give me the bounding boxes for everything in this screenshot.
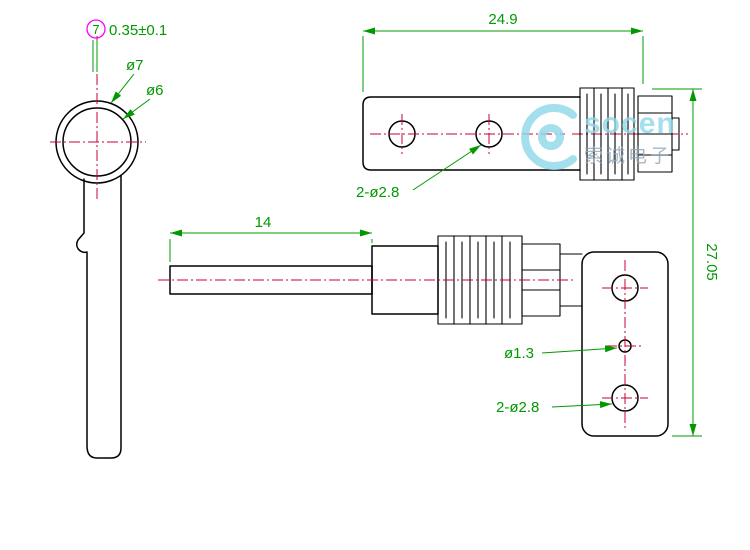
watermark: socen 索诚电子	[521, 104, 676, 170]
top-width-label: 24.9	[488, 11, 517, 28]
dim-overall-height: 27.05	[652, 88, 720, 437]
bottom-holes-label-group: 2-ø2.8	[496, 399, 613, 416]
knuckle-nut	[637, 95, 680, 173]
outer-dia-leader	[110, 73, 135, 104]
top-holes-label: 2-ø2.8	[356, 184, 399, 201]
tolerance-extension-lines	[92, 40, 98, 72]
tolerance-label: 0.35±0.1	[109, 22, 167, 39]
dim-top-width: 24.9	[362, 11, 644, 92]
small-hole-label: ø1.3	[504, 345, 534, 362]
top-holes-leader	[412, 144, 482, 191]
datum-callout: 7 0.35±0.1	[86, 19, 167, 72]
flange-plate	[581, 251, 669, 437]
arm-body	[75, 175, 122, 459]
watermark-brand: socen	[584, 107, 676, 140]
outer-dia-label-group: ø7	[110, 57, 144, 104]
inner-dia-label: ø6	[146, 82, 164, 99]
top-bracket-view	[362, 87, 688, 181]
inner-dia-label-group: ø6	[122, 82, 164, 120]
flange-view	[581, 251, 669, 437]
small-hole-leader	[541, 345, 618, 354]
watermark-logo-icon	[521, 104, 577, 170]
overall-height-label: 27.05	[703, 243, 720, 281]
knuckle-washer-stack	[579, 87, 635, 181]
shaft-side-view	[158, 235, 583, 325]
watermark-chinese: 索诚电子	[584, 145, 672, 167]
bottom-holes-leader	[551, 401, 613, 409]
flange-centerlines	[602, 260, 648, 428]
bottom-holes-label: 2-ø2.8	[496, 399, 539, 416]
small-hole-label-group: ø1.3	[504, 345, 618, 362]
left-arm-view	[50, 36, 146, 459]
shaft-length-label: 14	[255, 214, 272, 231]
outer-dia-label: ø7	[126, 57, 144, 74]
dim-shaft-length: 14	[169, 214, 373, 262]
inner-dia-leader	[122, 98, 151, 120]
datum-symbol: 7	[92, 22, 99, 37]
watermark-logo-dot-icon	[538, 124, 564, 150]
bracket-plate	[362, 96, 581, 171]
top-holes-label-group: 2-ø2.8	[356, 144, 482, 201]
datum-circle	[86, 19, 106, 39]
